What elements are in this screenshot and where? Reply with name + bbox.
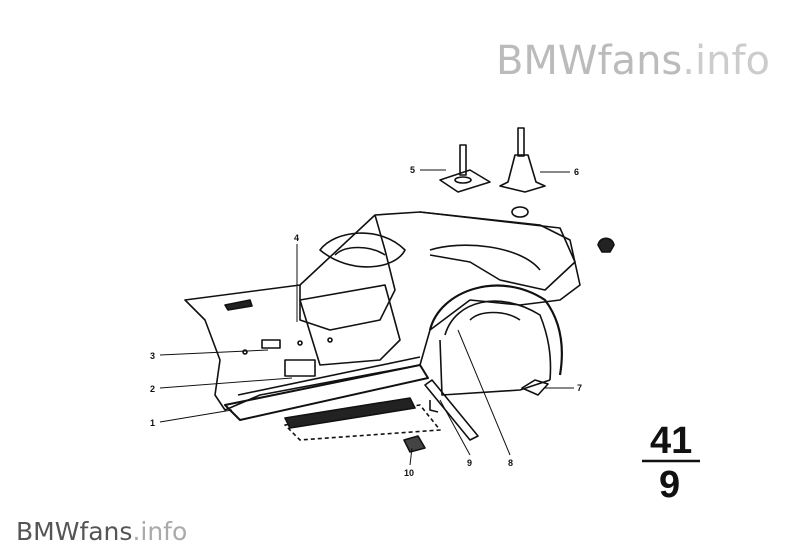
callout-1: 1 — [150, 418, 155, 428]
callout-5: 5 — [410, 165, 415, 175]
watermark-top: BMWfans.info — [496, 38, 770, 84]
callout-10: 10 — [404, 468, 414, 478]
callout-7: 7 — [577, 383, 582, 393]
watermark-tld: .info — [682, 38, 770, 84]
group-sub-number: 9 — [659, 464, 680, 506]
watermark-brand: BMWfans — [495, 38, 683, 84]
group-number: 41 9 — [642, 420, 700, 506]
watermark-brand: BMWfans — [16, 517, 133, 546]
callout-8: 8 — [508, 458, 513, 468]
callout-6: 6 — [574, 167, 579, 177]
callout-leaders — [159, 169, 574, 466]
callout-9: 9 — [467, 458, 472, 468]
car-body-drawing — [184, 127, 615, 453]
callout-labels: 1 2 3 4 5 6 7 8 9 10 — [150, 165, 582, 478]
watermark-bottom: BMWfans.info — [16, 517, 187, 546]
watermark-tld: .info — [132, 517, 188, 546]
group-main-number: 41 — [650, 420, 692, 462]
callout-4: 4 — [294, 233, 299, 243]
callout-2: 2 — [150, 384, 155, 394]
callout-3: 3 — [150, 351, 155, 361]
